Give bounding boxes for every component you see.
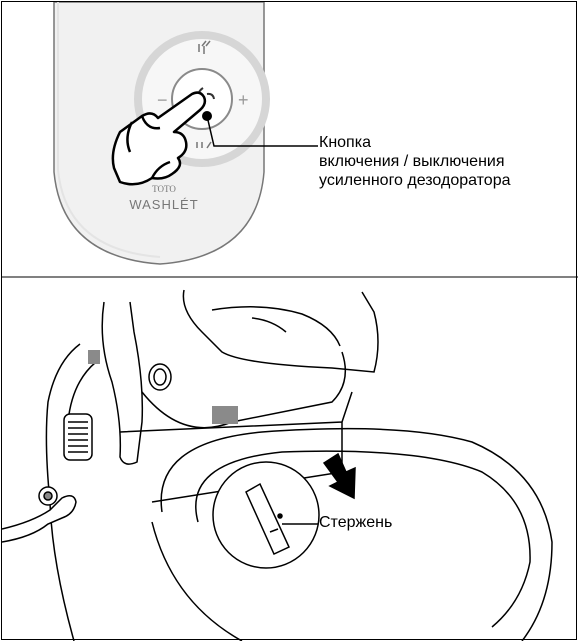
rod-callout: Стержень (319, 513, 392, 532)
plus-symbol: + (238, 90, 249, 110)
brand-top: TOTO (152, 184, 176, 194)
deodorizer-callout: Кнопка включения / выключения усиленного… (319, 133, 511, 190)
brand-bottom: WASHLÉT (129, 197, 198, 212)
callout-line-1: Кнопка (319, 134, 371, 151)
toilet-illustration (2, 290, 552, 641)
callout-line-2: включения / выключения (319, 153, 505, 170)
callout-line-3: усиленного дезодоратора (319, 172, 511, 189)
minus-symbol: − (157, 90, 168, 110)
